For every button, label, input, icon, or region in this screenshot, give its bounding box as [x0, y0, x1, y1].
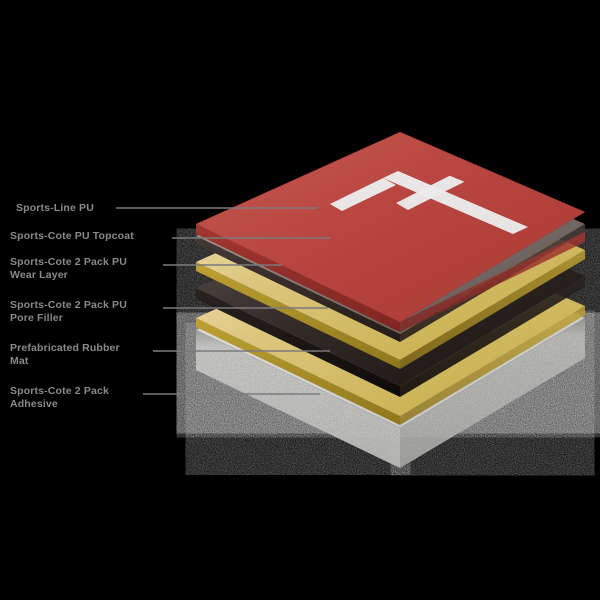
leader-lines: [116, 207, 330, 395]
layer-label-sports-cote-pu-topcoat: Sports-Cote PU Topcoat: [10, 230, 134, 242]
layer-label-prefabricated-rubber-mat: Prefabricated Rubber Mat: [10, 342, 120, 367]
layer-label-sports-cote-2-pack-pu-wear-layer: Sports-Cote 2 Pack PU Wear Layer: [10, 256, 127, 281]
layer-label-sports-line-pu: Sports-Line PU: [16, 202, 94, 214]
layer-label-sports-cote-2-pack-pu-pore-filler: Sports-Cote 2 Pack PU Pore Filler: [10, 299, 127, 324]
layer-label-sports-cote-2-pack-adhesive: Sports-Cote 2 Pack Adhesive: [10, 385, 109, 410]
layer-shape-sports-line-pu: [195, 131, 586, 332]
